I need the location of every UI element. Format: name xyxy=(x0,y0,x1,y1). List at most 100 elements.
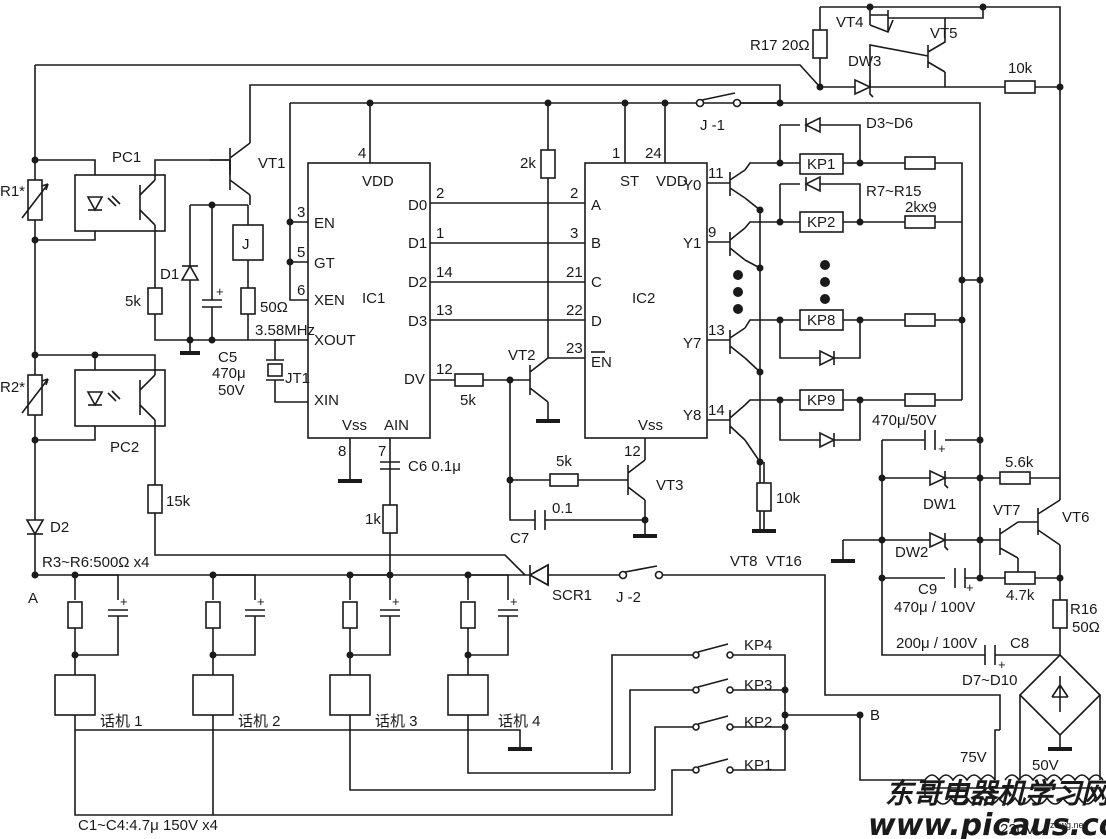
r7r15-label: R7~R15 xyxy=(866,183,921,200)
kp4-switch-label: KP4 xyxy=(744,637,772,654)
ic2-pin-y7: Y7 xyxy=(683,335,701,352)
c8-value: 200μ / 100V xyxy=(896,635,977,652)
point-b-label: B xyxy=(870,707,880,724)
r3r6-label: R3~R6:500Ω x4 xyxy=(42,554,150,571)
ic2-vss: Vss xyxy=(638,417,663,434)
r10k2-label: 10k xyxy=(776,490,801,507)
phone-3 xyxy=(329,674,371,716)
svg-text:13: 13 xyxy=(436,302,453,319)
pc2-label: PC2 xyxy=(110,439,139,456)
pc1-label: PC1 xyxy=(112,149,141,166)
svg-text:3: 3 xyxy=(297,204,305,221)
kp2-switch-label: KP2 xyxy=(744,714,772,731)
svg-text:+: + xyxy=(966,580,974,595)
optocoupler-pc1: PC1 xyxy=(74,149,231,290)
vt8-label: VT8 xyxy=(730,553,758,570)
dw2-label: DW2 xyxy=(895,544,928,561)
watermark: 东哥电器机学习网 www.picaus.com zuwg.net xyxy=(868,777,1106,839)
dw1-label: DW1 xyxy=(923,496,956,513)
ic2-pin-en: EN xyxy=(591,354,612,371)
scr1: SCR1 xyxy=(528,563,620,604)
r1k-label: 1k xyxy=(365,511,381,528)
ic1-pin-d0: D0 xyxy=(408,197,427,214)
phone-2 xyxy=(192,674,234,716)
transistor-vt2: VT2 23 2k xyxy=(508,99,585,423)
phone-2-label: 话机 2 xyxy=(238,713,281,730)
d7d10-label: D7~D10 xyxy=(962,672,1017,689)
ic1-pin-dv: DV xyxy=(404,371,425,388)
capacitor-c5: + C5 470μ 50V xyxy=(202,205,246,399)
vt3-label: VT3 xyxy=(656,477,684,494)
ic1-pin-xen: XEN xyxy=(314,292,345,309)
kp-relays: D3~D6 KP1 R7~R15 KP2 2kx9 KP8 KP9 xyxy=(776,115,984,449)
watermark-latin: www.picaus.com xyxy=(868,808,1106,839)
ic2-pin-c: C xyxy=(591,274,602,291)
ic1-chip: IC1 VDD Vss AIN EN GT XEN XOUT XIN D0 D1… xyxy=(307,162,431,439)
r5k-label: 5k xyxy=(125,293,141,310)
ic1-pin-en: EN xyxy=(314,215,335,232)
svg-text:+: + xyxy=(392,594,400,609)
svg-text:+: + xyxy=(120,594,128,609)
power-section: + 470μ/50V DW1 5.6k DW2 VT7 VT6 xyxy=(831,412,1102,780)
svg-text:22: 22 xyxy=(566,302,583,319)
left-rail xyxy=(31,64,821,575)
c5-label: C5 xyxy=(218,349,237,366)
r56k-label: 5.6k xyxy=(1005,454,1034,471)
phone-3-label: 话机 3 xyxy=(375,713,418,730)
svg-text:8: 8 xyxy=(338,443,346,460)
phone-bus: R3~R6:500Ω x4 A xyxy=(28,554,530,607)
r2kx9-label: 2kx9 xyxy=(905,199,937,216)
relay-j: J 50Ω xyxy=(232,205,288,340)
phone-1-label: 话机 1 xyxy=(100,713,143,730)
ic1-pin-d1: D1 xyxy=(408,235,427,252)
transistor-vt1: VT1 xyxy=(210,84,781,205)
svg-text:5: 5 xyxy=(297,244,305,261)
ic2-pin-d: D xyxy=(591,313,602,330)
svg-text:1: 1 xyxy=(436,225,444,242)
svg-text:23: 23 xyxy=(566,340,583,357)
svg-text:+: + xyxy=(938,441,946,456)
crystal-jt1: JT1 3.58MHz xyxy=(255,322,315,403)
r1-label: R1* xyxy=(0,183,25,200)
transistor-vt3: VT3 12 xyxy=(624,440,684,505)
ic1-wiring: 3 5 6 4 8 7 C6 0.1μ 1k xyxy=(286,99,780,575)
diode-d2: D2 xyxy=(25,519,69,536)
ic1-vss: Vss xyxy=(342,417,367,434)
switch-j2: J -2 xyxy=(616,565,1001,730)
svg-text:4: 4 xyxy=(358,145,366,162)
d2-label: D2 xyxy=(50,519,69,536)
c8-label: C8 xyxy=(1010,635,1029,652)
phones: 话机 1 话机 2 话机 3 话机 4 C1~C4:4.7μ 150V x4 xyxy=(54,674,655,834)
ic2-vdd: VDD xyxy=(656,173,688,190)
c1c4-label: C1~C4:4.7μ 150V x4 xyxy=(78,817,218,834)
r5k2-label: 5k xyxy=(460,392,476,409)
vt1-label: VT1 xyxy=(258,155,286,172)
svg-text:+: + xyxy=(216,284,224,299)
r16-value: 50Ω xyxy=(1072,619,1100,636)
scr1-label: SCR1 xyxy=(552,587,592,604)
resistor-15k: 15k xyxy=(147,484,526,576)
svg-text:11: 11 xyxy=(708,165,724,182)
kp1-coil: KP1 xyxy=(807,156,835,173)
kp2-coil: KP2 xyxy=(807,214,835,231)
d3d6-label: D3~D6 xyxy=(866,115,913,132)
c9-value: 470μ / 100V xyxy=(894,599,975,616)
ic2-st: ST xyxy=(620,173,639,190)
svg-text:14: 14 xyxy=(708,402,725,419)
phone-4 xyxy=(447,674,489,716)
c7-value: 0.1 xyxy=(552,500,573,517)
v220-label: 220V xyxy=(1000,821,1035,838)
ic1-ain: AIN xyxy=(384,417,409,434)
svg-text:14: 14 xyxy=(436,264,453,281)
ic1-pin-gt: GT xyxy=(314,255,335,272)
vt5-label: VT5 xyxy=(930,25,958,42)
ic2-chip: IC2 ST VDD Vss A B C D EN Y0 Y1 Y7 Y8 xyxy=(584,162,708,439)
kp-switches: B KP4 KP3 KP2 KP1 xyxy=(213,637,925,816)
r2-label: R2* xyxy=(0,379,25,396)
phone-4-label: 话机 4 xyxy=(498,713,541,730)
r2k-label: 2k xyxy=(520,155,536,172)
ic2-wiring: 1 24 xyxy=(612,99,669,440)
vt6-label: VT6 xyxy=(1062,509,1090,526)
svg-text:3: 3 xyxy=(570,225,578,242)
ic2-pin-a: A xyxy=(591,197,601,214)
